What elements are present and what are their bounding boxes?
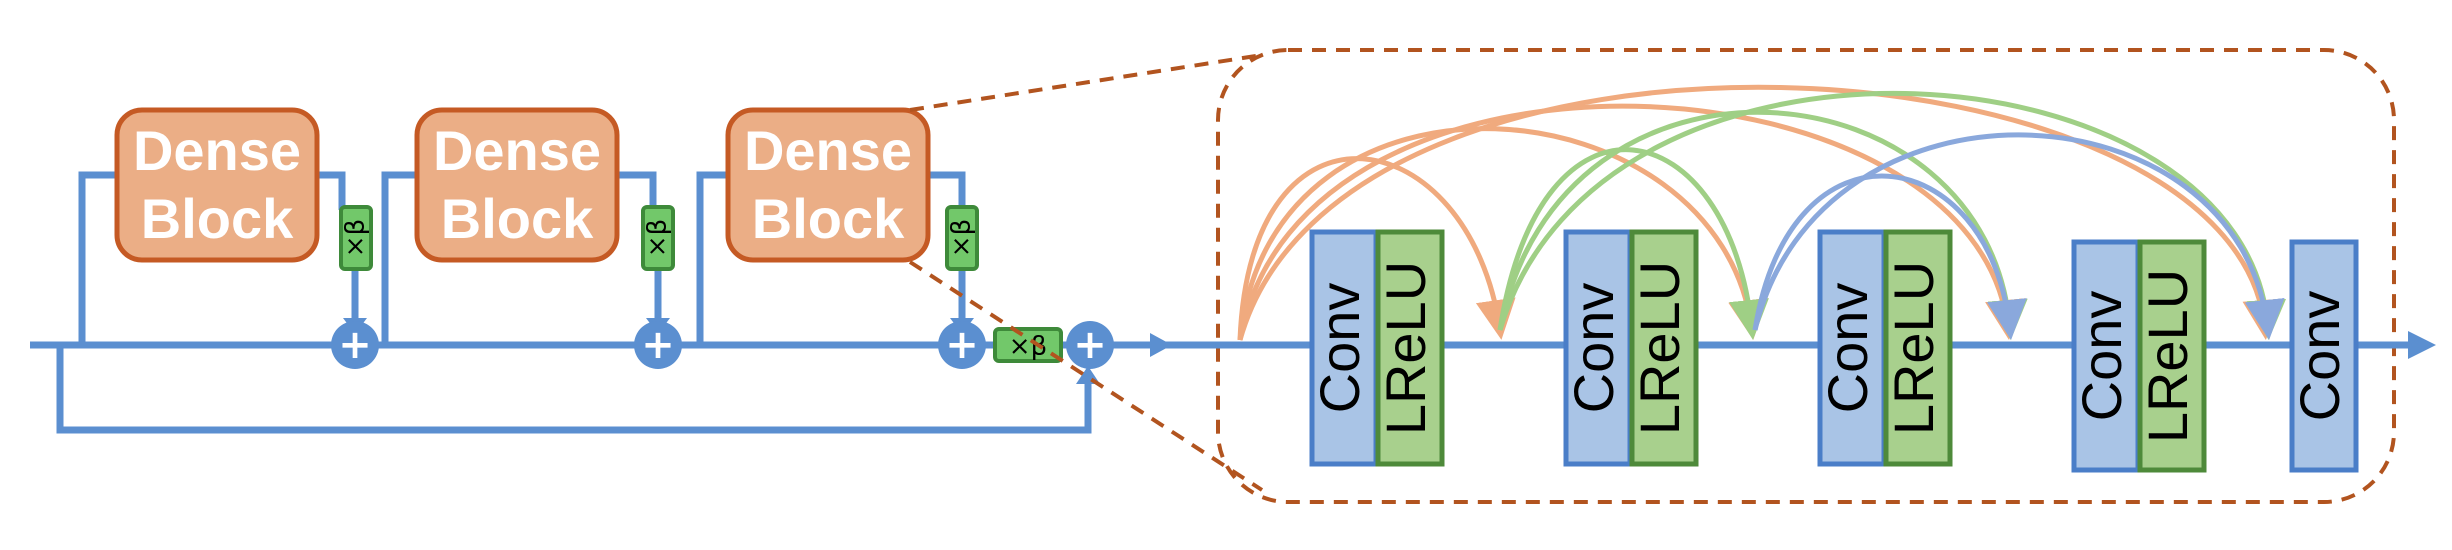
arc-orange-1 <box>1237 156 1516 341</box>
adder-3: + <box>938 321 986 369</box>
zoom-line-top <box>909 53 1263 112</box>
layer-lrelu-1: LReLU <box>1374 229 1445 467</box>
dense-block-1: Dense Block <box>114 107 320 263</box>
zoom-line-bottom <box>908 260 1264 492</box>
dense-block-line2: Block <box>752 187 905 250</box>
dense-block-line1: Dense <box>744 119 912 182</box>
arc-green-2 <box>1497 109 2028 340</box>
layer-label: LReLU <box>1628 261 1691 435</box>
layer-conv-5: Conv <box>2288 239 2359 473</box>
dense-connections <box>1237 84 2287 341</box>
layer-label: Conv <box>1816 283 1879 414</box>
layer-label: LReLU <box>1882 261 1945 435</box>
dense-block-line2: Block <box>441 187 594 250</box>
dense-block-detail-frame <box>1216 48 2396 504</box>
plus-icon: + <box>641 322 675 368</box>
layer-lrelu-3: LReLU <box>1882 229 1953 467</box>
beta-box-3: ×β <box>945 205 979 271</box>
layer-conv-1: Conv <box>1308 229 1379 467</box>
adder-1: + <box>331 321 379 369</box>
dense-block-line1: Dense <box>133 119 301 182</box>
layer-lrelu-4: LReLU <box>2136 239 2207 473</box>
arc-orange-2 <box>1237 126 1768 341</box>
beta-box-2: ×β <box>641 205 675 271</box>
layer-label: Conv <box>1562 283 1625 414</box>
layer-conv-3: Conv <box>1816 229 1887 467</box>
plus-icon: + <box>945 322 979 368</box>
layer-label: Conv <box>2070 291 2133 422</box>
plus-icon: + <box>338 322 372 368</box>
arc-blue-1 <box>1752 173 2027 340</box>
layer-conv-4: Conv <box>2070 239 2141 473</box>
beta-box-1: ×β <box>339 205 373 271</box>
beta-label: ×β <box>947 219 977 257</box>
plus-icon: + <box>1073 322 1107 368</box>
beta-box-horizontal: ×β <box>993 327 1063 363</box>
layer-label: LReLU <box>2136 269 2199 443</box>
beta-label: ×β <box>341 219 371 257</box>
layer-label: Conv <box>2288 291 2351 422</box>
beta-label: ×β <box>643 219 673 257</box>
outer-skip-line <box>56 345 1092 434</box>
dense-block-line2: Block <box>141 187 294 250</box>
arc-green-1 <box>1497 147 1769 340</box>
arc-orange-3 <box>1237 103 2025 341</box>
dense-block-2: Dense Block <box>414 107 620 263</box>
adder-final: + <box>1066 321 1114 369</box>
layer-conv-2: Conv <box>1562 229 1633 467</box>
layer-lrelu-2: LReLU <box>1628 229 1699 467</box>
arc-orange-4 <box>1237 84 2283 341</box>
adder-2: + <box>634 321 682 369</box>
detail-output-arrow-icon <box>2408 331 2436 359</box>
dense-block-line1: Dense <box>433 119 601 182</box>
arc-blue-2 <box>1752 132 2285 340</box>
layer-label: Conv <box>1308 283 1371 414</box>
dense-block-3: Dense Block <box>725 107 931 263</box>
layer-label: LReLU <box>1374 261 1437 435</box>
output-arrow-icon <box>1150 333 1172 357</box>
